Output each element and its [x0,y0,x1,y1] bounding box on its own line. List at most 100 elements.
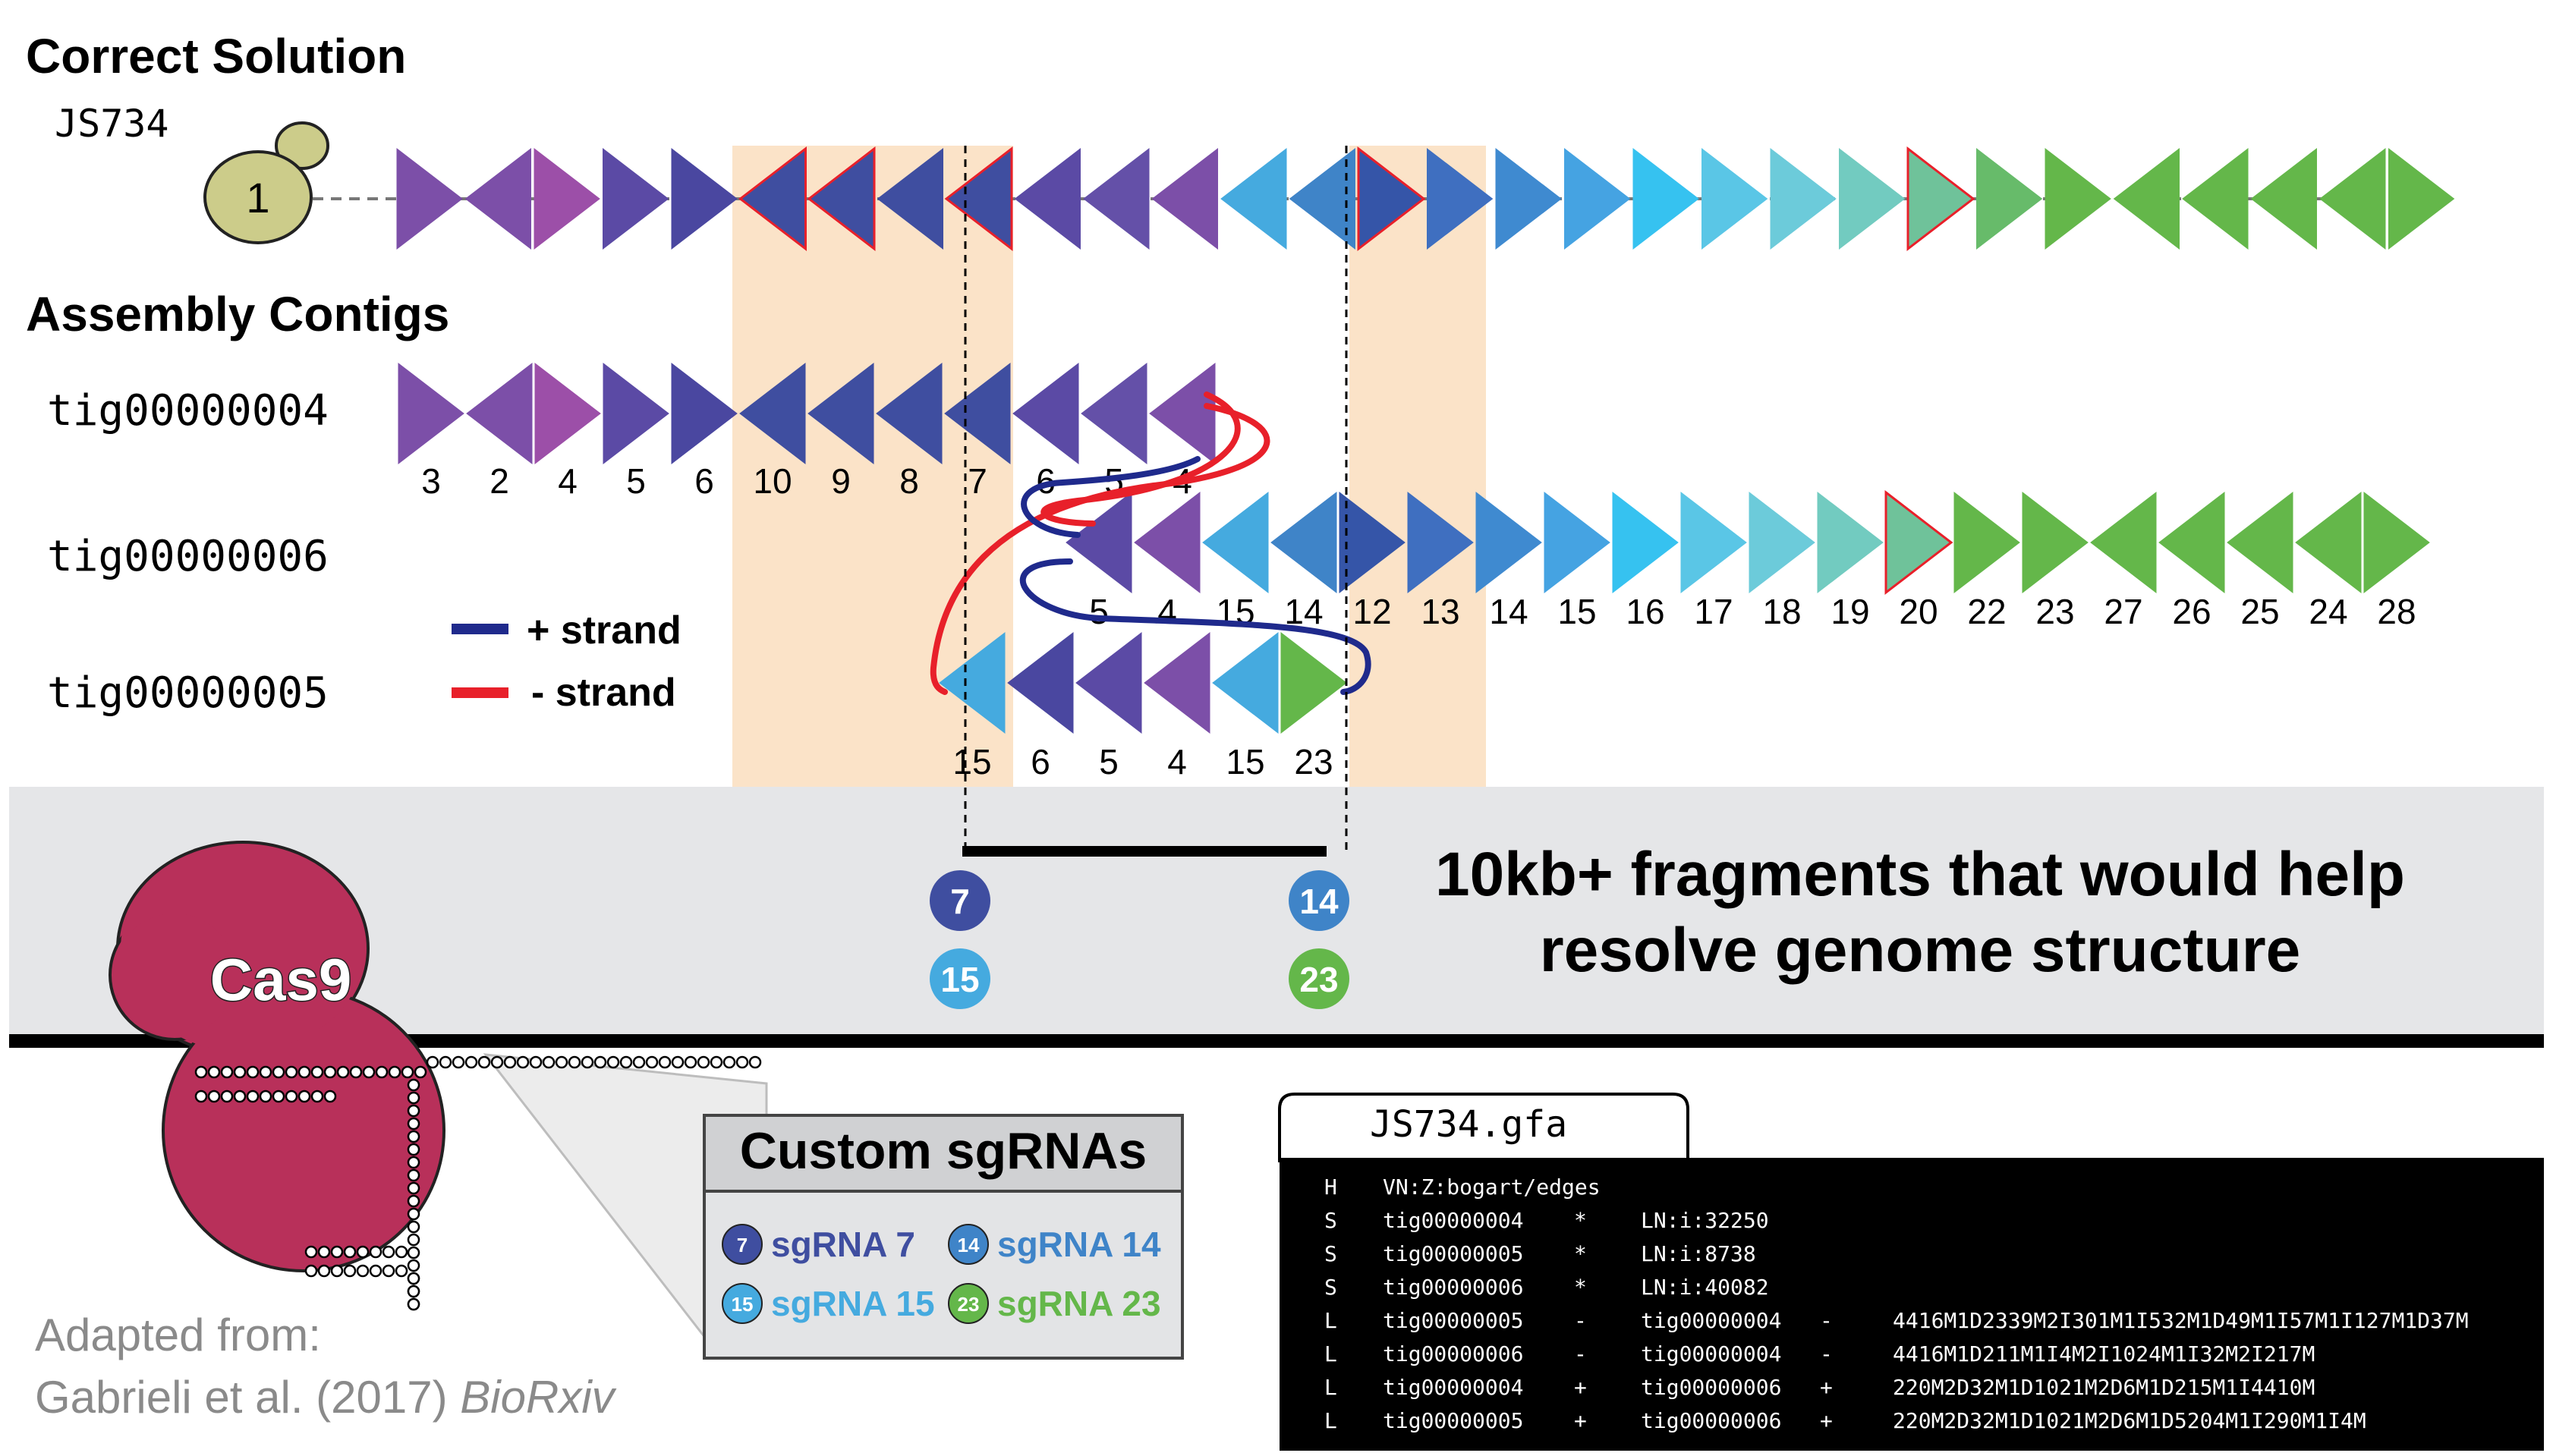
rna-bead [490,1055,504,1069]
cut-site-15-label: 15 [940,960,979,999]
rna-bead [401,1065,414,1079]
contig-name-tig00000005: tig00000005 [47,668,329,718]
attribution-line1: Adapted from: [35,1310,321,1360]
minus-strand-label: - strand [531,671,676,715]
contig-unit: 26 [2158,491,2225,631]
gfa-content [1280,1158,2544,1451]
rna-bead [439,1055,452,1069]
connector-plus-5-to-6 [1019,558,1371,695]
gfa-field: VN:Z:bogart/edges [1383,1175,1601,1200]
contig-unit-label: 24 [2309,592,2347,631]
contig-unit-arrow [2090,491,2157,594]
contig-unit-label: 4 [1157,592,1177,631]
contig-unit-arrow [2295,491,2362,594]
gfa-tab [1278,1093,1689,1162]
rna-bead [375,1065,389,1079]
gfa-field: + [1574,1375,1587,1400]
genome-units [396,146,2455,252]
genome-unit-8-arrow [877,147,943,250]
rna-bead [407,1143,420,1156]
rna-bead [330,1245,344,1259]
rna-bead [207,1065,221,1079]
sgrna-14-icon [948,1224,989,1265]
genome-unit-15-arrow [1357,146,1426,252]
cut-site-23: 23 [1289,948,1349,1009]
rna-bead [581,1055,594,1069]
rna-bead [407,1194,420,1208]
gfa-field: 4416M1D2339M2I301M1I532M1D49M1I57M1I127M… [1893,1308,2469,1333]
genome-unit-11 [1083,147,1150,250]
contig-unit: 22 [1953,491,2020,631]
rna-bead [233,1090,247,1103]
contig-unit-arrow [939,631,1006,734]
contig-unit: 19 [1817,491,1884,631]
gfa-field: H [1324,1175,1337,1200]
highlight-band-right [1349,146,1486,787]
contig-unit-label: 3 [421,461,441,501]
contig-unit-label: 10 [753,461,792,501]
rna-bead [369,1245,382,1259]
genome-unit-18-arrow [1564,147,1631,250]
connector-plus-4-to-6 [1021,456,1201,538]
contig-unit-arrow [398,362,464,465]
attribution-line2: Gabrieli et al. (2017) BioRxiv [35,1372,617,1423]
contig-unit-label: 2 [490,461,509,501]
contig-unit-label: 17 [1694,592,1733,631]
genome-unit-27 [2182,147,2249,250]
contig-unit-arrow [1134,491,1201,594]
contig-unit-arrow [1884,489,1953,596]
sgrna-7-icon [722,1224,763,1265]
contig-unit: 16 [1612,491,1679,631]
gfa-field: tig00000004 [1641,1308,1781,1333]
rna-bead [356,1245,370,1259]
rna-bead [710,1055,723,1069]
contig-unit-label: 22 [1967,592,2006,631]
rna-bead [272,1065,285,1079]
rna-bead [407,1233,420,1247]
rna-bead [246,1065,260,1079]
rna-bead [632,1055,646,1069]
genome-unit-23-arrow [1906,146,1975,252]
contig-unit-label: 12 [1352,592,1391,631]
rna-bead [285,1065,298,1079]
correct-solution-title: Correct Solution [26,29,406,83]
contig-unit-label: 15 [1226,742,1264,781]
genome-unit-9-arrow [944,146,1013,252]
fragment-message-line2: resolve genome structure [1540,916,2301,985]
contig-unit-arrow [1612,491,1679,594]
contig-unit-label: 23 [2035,592,2074,631]
contig-unit-arrow [2022,491,2089,594]
contig-unit-arrow [671,362,738,465]
contig-unit-arrow [2363,491,2430,594]
genome-unit-13-arrow [1220,147,1287,250]
contig-unit-arrow [739,362,806,465]
contig-unit-arrow [1202,491,1269,594]
rna-bead [323,1090,337,1103]
genome-unit-4 [603,147,669,250]
rna-bead [207,1090,221,1103]
rna-bead [414,1065,427,1079]
gfa-field: LN:i:40082 [1641,1275,1769,1300]
contig-unit-arrow [1007,631,1074,734]
contig-unit: 15 [1544,491,1610,631]
rna-bead [297,1090,311,1103]
rna-bead [503,1055,517,1069]
connector-minus-4-to-5 [930,403,1270,695]
rna-bead [407,1117,420,1131]
contig-unit: 4 [1134,491,1201,631]
rna-bead [542,1055,556,1069]
genome-unit-19 [1632,147,1699,250]
contig-unit-arrow [1475,491,1542,594]
rna-bead [272,1090,285,1103]
contig-unit-label: 8 [899,461,919,501]
contig-unit-arrow [1339,491,1406,594]
genome-unit-29 [2319,147,2386,250]
rna-bead [407,1220,420,1234]
gfa-field: * [1574,1241,1587,1266]
rna-bead [516,1055,530,1069]
